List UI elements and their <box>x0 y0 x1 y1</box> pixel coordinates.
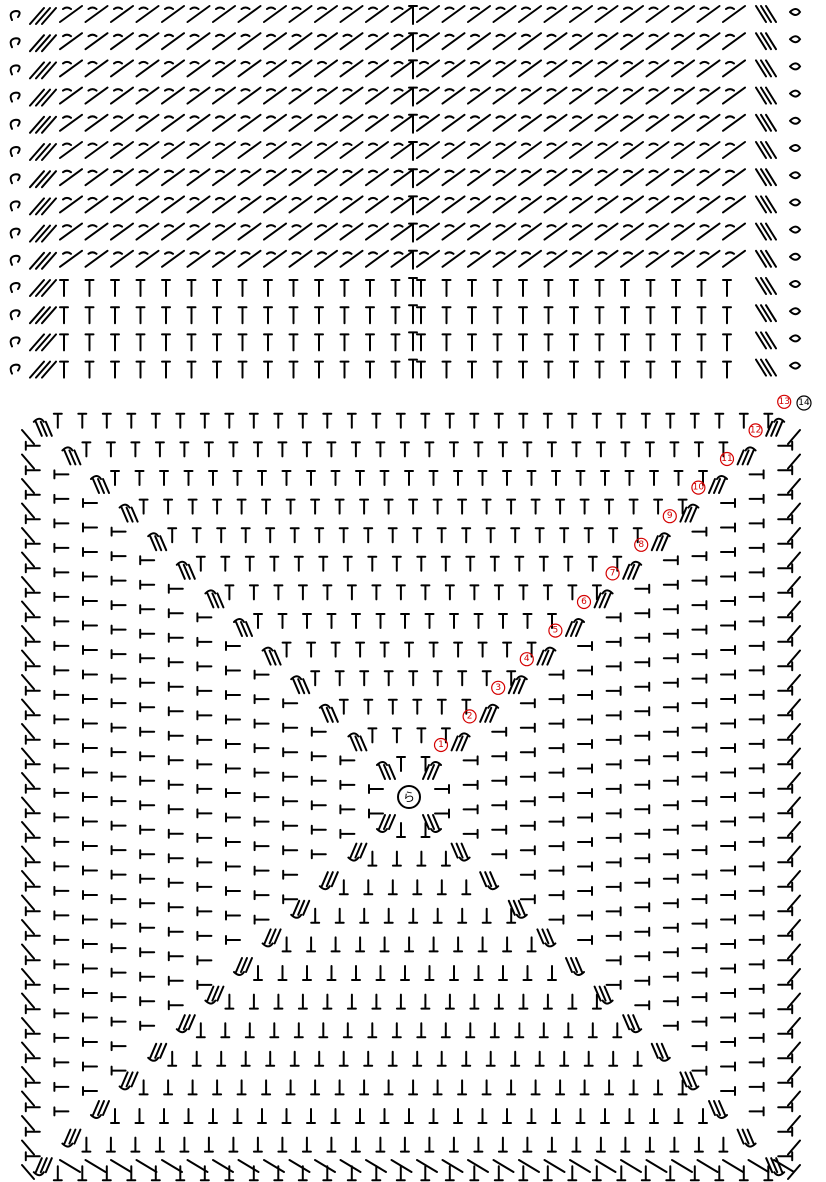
round-marker: 12 <box>749 424 762 437</box>
rectangle-row <box>11 142 800 160</box>
rectangle-row <box>11 115 800 133</box>
round-marker-label: 11 <box>721 454 732 464</box>
row-marker-label: 14 <box>798 398 810 408</box>
rectangle-row <box>11 196 800 214</box>
round-marker-label: 4 <box>524 654 530 664</box>
rectangle-row <box>11 332 800 350</box>
rectangle-row <box>11 305 800 323</box>
round-marker-label: 13 <box>778 397 789 407</box>
rectangle-row <box>11 6 800 24</box>
round-marker-label: 7 <box>610 568 616 578</box>
round-marker-label: 3 <box>495 683 501 693</box>
rectangle-row <box>11 360 800 378</box>
rectangle-row <box>11 278 800 296</box>
rectangle-rows-block <box>11 6 800 378</box>
round-marker: 4 <box>520 653 533 666</box>
rectangle-row <box>11 60 800 78</box>
round-marker-label: 5 <box>553 626 559 636</box>
round-marker-label: 10 <box>693 483 705 493</box>
round-marker: 9 <box>663 510 676 523</box>
round-marker-label: 8 <box>638 540 644 550</box>
round-marker: 8 <box>635 538 648 551</box>
round-marker-label: 12 <box>750 425 761 435</box>
round-marker: 6 <box>578 596 591 609</box>
magic-ring: ら <box>398 786 420 808</box>
round-marker-label: 2 <box>467 711 473 721</box>
rectangle-row <box>11 169 800 187</box>
round-marker-label: 9 <box>667 511 673 521</box>
granny-square-block: ら <box>22 414 800 1180</box>
rectangle-row <box>11 33 800 51</box>
round-marker: 1 <box>435 739 448 752</box>
rectangle-row <box>11 88 800 106</box>
round-marker: 5 <box>549 624 562 637</box>
magic-ring-label: ら <box>403 790 415 804</box>
round-marker-label: 1 <box>438 740 444 750</box>
round-marker: 11 <box>721 453 734 466</box>
round-marker: 10 <box>692 481 705 494</box>
round-marker: 7 <box>606 567 619 580</box>
round-marker: 3 <box>492 681 505 694</box>
round-marker: 2 <box>463 710 476 723</box>
outer-edge-stitches <box>22 430 800 1179</box>
round-marker-label: 6 <box>581 597 587 607</box>
round-marker: 13 <box>778 395 791 408</box>
rectangle-row <box>11 224 800 242</box>
rectangle-row <box>11 251 800 269</box>
row-marker: 14 <box>797 396 811 410</box>
